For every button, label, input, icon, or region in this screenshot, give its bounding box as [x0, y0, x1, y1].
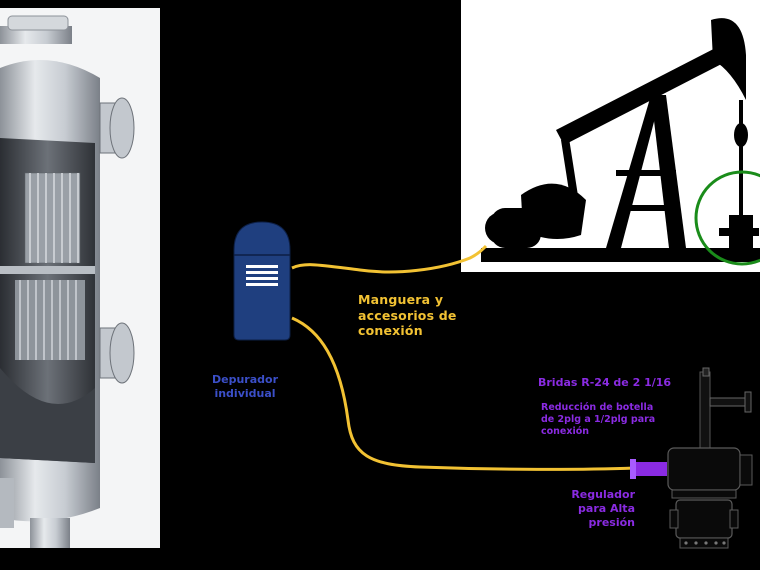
individual-scrubber-label: Depurador individual — [212, 373, 278, 400]
hose-fittings-label: Manguera y accesorios de conexión — [358, 292, 457, 339]
separator-vessel-image — [0, 8, 160, 548]
flanges-label: Bridas R-24 de 2 1/16 — [538, 376, 672, 389]
wellhead-highlight-circle — [694, 170, 760, 266]
individual-scrubber-icon — [233, 221, 291, 341]
pump-jack-image — [461, 0, 760, 272]
hose-to-wellhead — [291, 244, 488, 274]
high-pressure-regulator-label: Regulador para Alta presión — [571, 488, 635, 529]
high-pressure-regulator-icon — [630, 367, 753, 549]
hose-to-regulator — [291, 316, 636, 471]
bottle-reduction-label: Reducción de botella de 2plg a 1/2plg pa… — [541, 402, 656, 437]
separator-vessel-drawing — [0, 8, 160, 548]
pump-jack-silhouette — [461, 0, 760, 272]
